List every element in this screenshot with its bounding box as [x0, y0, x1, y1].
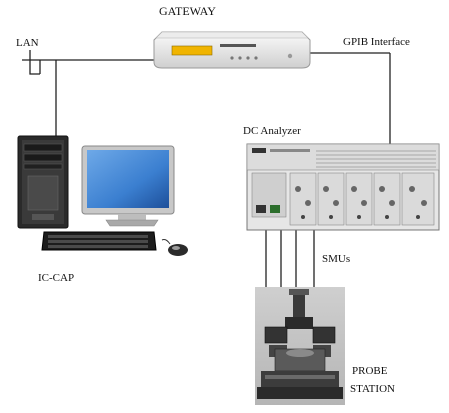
dc-analyzer-label: DC Analyzer: [243, 125, 301, 137]
probe-station-icon: [255, 287, 345, 405]
ic-cap-label: IC-CAP: [38, 272, 75, 284]
smus-label: SMUs: [322, 253, 351, 265]
dc-analyzer-icon: [246, 143, 440, 231]
lan-bracket: [29, 50, 40, 75]
gateway-device-icon: [152, 26, 312, 71]
computer-icon: [14, 134, 194, 260]
gateway-label: GATEWAY: [159, 4, 216, 18]
lan-label: LAN: [16, 37, 39, 49]
probe-station-label-line1: PROBE: [352, 365, 388, 377]
gpib-interface-label: GPIB Interface: [343, 36, 410, 48]
probe-station-label-line2: STATION: [350, 383, 395, 395]
